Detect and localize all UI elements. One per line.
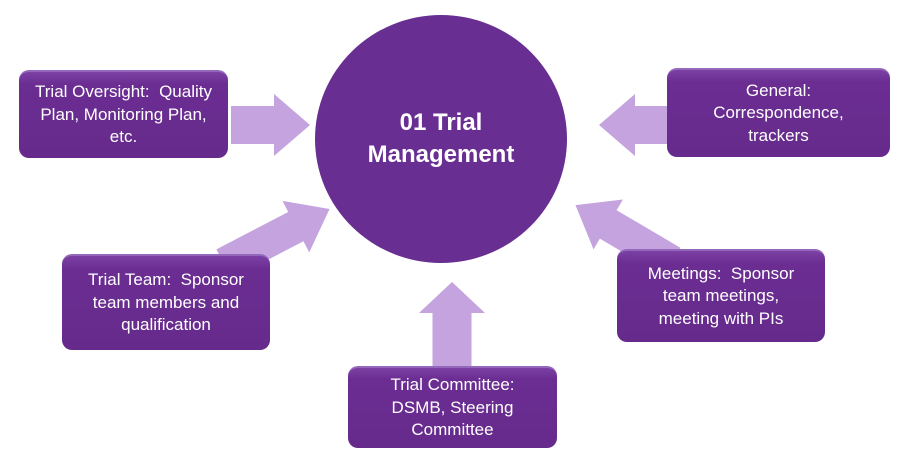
arrow-trial-oversight-icon (231, 94, 310, 156)
node-trial-committee: Trial Committee: DSMB, Steering Committe… (348, 366, 557, 448)
node-general-label: General: Correspondence, trackers (713, 80, 844, 145)
node-general: General: Correspondence, trackers (667, 68, 890, 157)
hub-title: 01 Trial Management (367, 108, 515, 168)
node-meetings: Meetings: Sponsor team meetings, meeting… (617, 249, 825, 342)
node-trial-oversight: Trial Oversight: Quality Plan, Monitorin… (19, 70, 228, 158)
node-trial-committee-label: Trial Committee: DSMB, Steering Committe… (390, 375, 515, 440)
node-trial-team: Trial Team: Sponsor team members and qua… (62, 254, 270, 350)
hub-circle-trial-management: 01 Trial Management (315, 15, 567, 263)
node-trial-oversight-label: Trial Oversight: Quality Plan, Monitorin… (35, 82, 212, 147)
node-trial-team-label: Trial Team: Sponsor team members and qua… (88, 270, 244, 335)
arrow-general-icon (599, 94, 672, 156)
arrow-trial-committee-icon (419, 282, 485, 369)
node-meetings-label: Meetings: Sponsor team meetings, meeting… (647, 263, 795, 328)
